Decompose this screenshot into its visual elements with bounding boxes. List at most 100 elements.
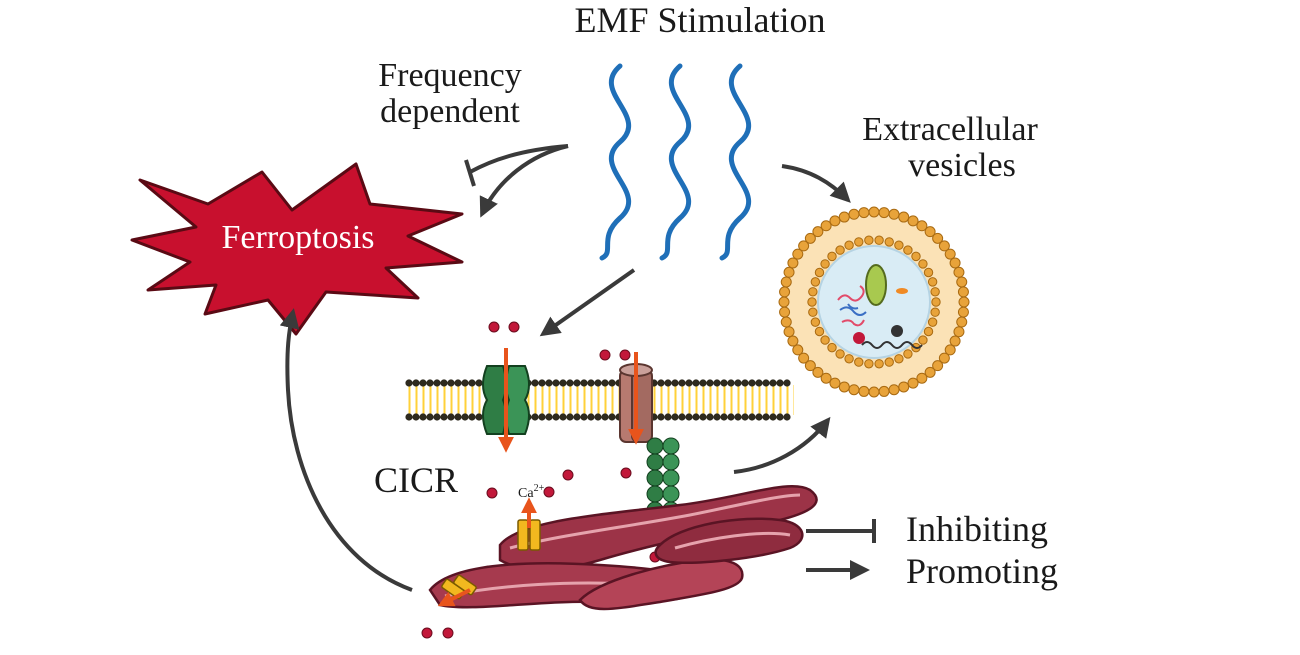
- receptor-subunit: [662, 437, 680, 455]
- extracellular-label-line1: Extracellular: [862, 111, 1038, 148]
- vesicle-lipid-head: [956, 276, 968, 288]
- vesicle-lipid-head: [792, 344, 804, 356]
- vesicle-lipid-head: [953, 326, 965, 338]
- vesicle-lipid-head: [949, 257, 961, 269]
- ferroptosis-label: Ferroptosis: [222, 219, 375, 256]
- membrane-lipid-head: [405, 413, 413, 421]
- membrane-lipid-head: [475, 379, 483, 387]
- calcium-ion: [620, 467, 632, 479]
- membrane-lipid-head: [587, 413, 595, 421]
- vesicle-lipid-head: [778, 296, 790, 308]
- vesicle-lipid-head: [927, 317, 938, 327]
- vesicle-lipid-head: [930, 307, 940, 317]
- membrane-lipid-head: [566, 379, 574, 387]
- vesicle-lipid-head: [827, 251, 837, 262]
- membrane-lipid-head: [608, 413, 616, 421]
- vesicle-lipid-head: [829, 377, 841, 389]
- frequency-branch-arrows: [464, 144, 569, 218]
- vesicle-protein-green: [865, 264, 887, 306]
- membrane-lipid-head: [699, 413, 707, 421]
- membrane-lipid-head: [685, 379, 693, 387]
- receptor-subunit: [646, 469, 664, 487]
- vesicle-lipid-head: [918, 335, 928, 345]
- vesicle-nucleic-acid: [861, 341, 923, 349]
- membrane-lipid-head: [468, 413, 476, 421]
- membrane-lipid-head: [608, 379, 616, 387]
- membrane-lipid-head: [741, 413, 749, 421]
- vesicle-lipid-head: [820, 259, 830, 269]
- vesicle-lipid-head: [792, 248, 804, 260]
- membrane-lipid-head: [587, 379, 595, 387]
- membrane-lipid-head: [776, 413, 784, 421]
- vesicle-lipid-head: [944, 344, 956, 356]
- vesicle-lipid-head: [838, 381, 850, 393]
- membrane-lipid-head: [405, 379, 413, 387]
- vesicle-lipid-head: [878, 207, 890, 219]
- vesicle-lipid-head: [812, 226, 824, 238]
- legend: Inhibiting Promoting: [806, 509, 1058, 591]
- vesicle-lipid-head: [931, 297, 941, 307]
- membrane-lipid-head: [440, 413, 448, 421]
- arrow-waves-to-vesicle: [781, 164, 851, 203]
- membrane-lipid-head: [580, 379, 588, 387]
- vesicle-lipid-head: [779, 286, 791, 298]
- vesicle-lipid-head: [827, 342, 837, 353]
- vesicle-lipid-head: [898, 211, 910, 223]
- vesicle-lipid-head: [864, 359, 874, 369]
- calcium-ion: [543, 486, 555, 498]
- vesicle-lipid-head: [898, 381, 910, 393]
- vesicle-lipid-head: [903, 245, 913, 255]
- membrane-lipid-head: [748, 379, 756, 387]
- vesicle-lipid-head: [844, 354, 854, 364]
- vesicle-lipid-head: [798, 352, 810, 364]
- cicr-label: CICR: [374, 460, 458, 500]
- extracellular-label-line2: vesicles: [908, 147, 1016, 184]
- receptor-subunit: [662, 453, 680, 471]
- vesicle-lipid-head: [810, 317, 821, 327]
- vesicle-lipid-head: [927, 277, 938, 287]
- inhibit-line: [469, 144, 569, 174]
- vesicle-lipid-head: [957, 306, 969, 318]
- membrane-lipid-head: [664, 379, 672, 387]
- membrane-lipid-head: [664, 413, 672, 421]
- membrane-lipid-head: [657, 413, 665, 421]
- membrane-lipid-head: [755, 379, 763, 387]
- membrane-lipid-head: [538, 413, 546, 421]
- membrane-lipid-head: [545, 379, 553, 387]
- membrane-lipid-head: [678, 413, 686, 421]
- vesicle-lipid-head: [814, 267, 825, 278]
- vesicle-lipid-head: [907, 377, 919, 389]
- membrane-lipid-head: [419, 413, 427, 421]
- vesicle-ion-dark: [891, 325, 903, 337]
- calcium-ion: [508, 321, 520, 333]
- vesicle-lipid-head: [868, 386, 880, 398]
- er-channel-lower: [437, 574, 477, 607]
- calcium-ion: [562, 469, 574, 481]
- membrane-lipid-head: [657, 379, 665, 387]
- membrane-lipid-head: [783, 379, 791, 387]
- membrane-lipid-head: [601, 413, 609, 421]
- membrane-lipid-head: [531, 413, 539, 421]
- vesicle-lipid-head: [932, 360, 944, 372]
- vesicle-lipid-head: [958, 296, 970, 308]
- membrane-lipid-head: [734, 379, 742, 387]
- vesicle-lipid-head: [780, 316, 792, 328]
- membrane-lipid-head: [426, 379, 434, 387]
- calcium-label: Ca2+: [518, 483, 545, 501]
- membrane-lipid-head: [741, 379, 749, 387]
- membrane-lipid-head: [734, 413, 742, 421]
- receptor-subunit: [646, 453, 664, 471]
- membrane-lipid-head: [552, 413, 560, 421]
- membrane-lipid-head: [692, 379, 700, 387]
- vesicle-lipid-head: [779, 306, 791, 318]
- arrow-er-to-vesicle: [733, 416, 831, 474]
- vesicle-lipid-head: [854, 237, 864, 247]
- membrane-lipid-head: [566, 413, 574, 421]
- vesicle-cargo-orange: [896, 288, 908, 294]
- calcium-channel-icon: [482, 348, 530, 453]
- membrane-lipid-head: [594, 413, 602, 421]
- vesicle-protein-cluster: [837, 285, 867, 327]
- vesicle-lipid-head: [938, 240, 950, 252]
- membrane-lipid-head: [461, 413, 469, 421]
- receptor-subunit: [662, 469, 680, 487]
